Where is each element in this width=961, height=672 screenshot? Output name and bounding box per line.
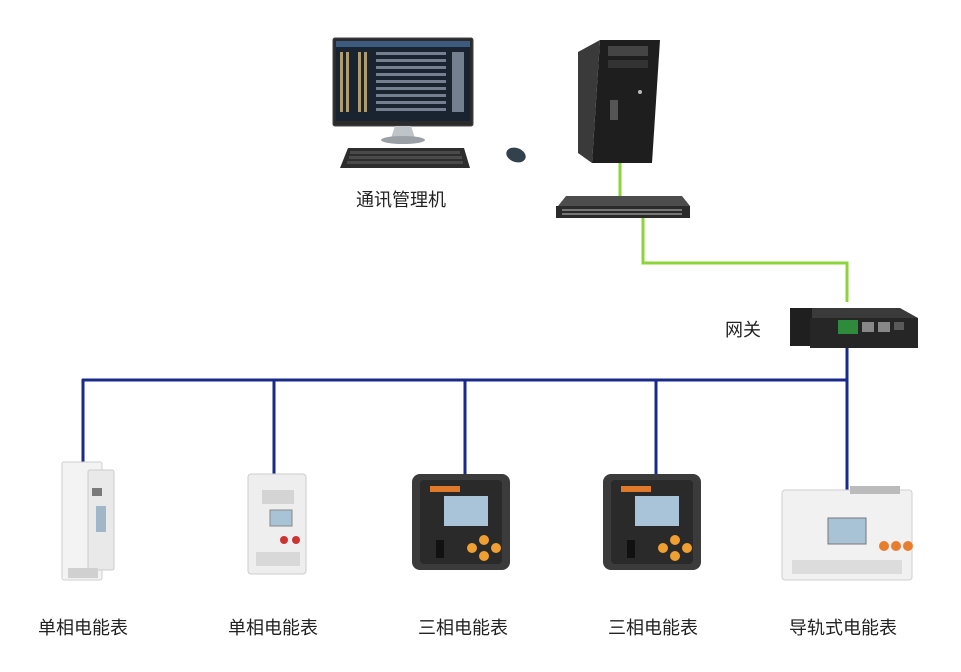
mouse-icon [506, 147, 526, 163]
meter-label-2: 单相电能表 [228, 618, 318, 639]
rs485-bus [81, 346, 849, 490]
meter-label-5: 导轨式电能表 [789, 618, 897, 639]
gateway-device-icon [790, 308, 918, 348]
meter-label-4: 三相电能表 [608, 618, 698, 639]
gateway-label: 网关 [725, 320, 761, 341]
server-tower-icon [578, 40, 660, 163]
keyboard-icon [340, 148, 470, 168]
monitor-icon [332, 37, 474, 144]
network-switch-icon [556, 196, 690, 218]
ethernet-line-switch-gateway [641, 218, 849, 302]
meter-label-3: 三相电能表 [418, 618, 508, 639]
three-phase-meter-icon [603, 474, 701, 570]
single-phase-meter-icon [61, 461, 115, 581]
meter-label-1: 单相电能表 [38, 618, 128, 639]
single-phase-meter-icon [247, 473, 307, 575]
three-phase-meter-icon [412, 474, 510, 570]
management-pc-label: 通讯管理机 [356, 190, 446, 211]
ethernet-links [618, 163, 849, 302]
din-rail-meter-icon [781, 486, 913, 581]
